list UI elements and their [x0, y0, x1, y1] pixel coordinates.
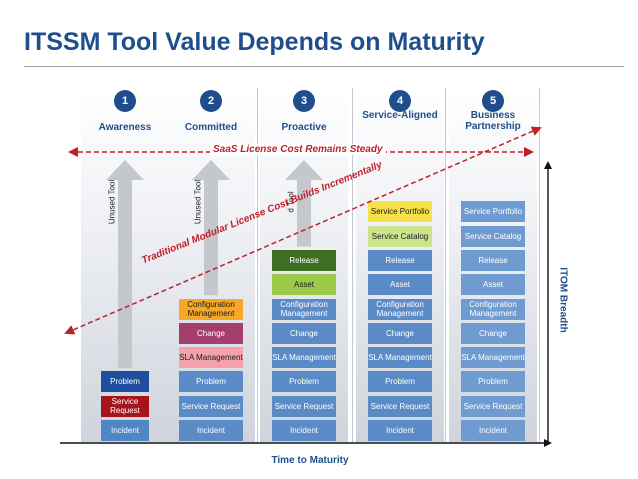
capability-box: Service Request	[179, 395, 243, 417]
capability-box: SLA Management	[368, 347, 432, 369]
capability-box: Problem	[101, 371, 149, 393]
capability-box: Problem	[272, 371, 336, 393]
capability-box: Incident	[272, 420, 336, 441]
x-axis-label: Time to Maturity	[271, 455, 349, 466]
capability-box: Incident	[179, 420, 243, 441]
capability-box: SLA Management	[272, 347, 336, 369]
capability-box: Service Request	[272, 395, 336, 417]
stage-number-badge: 5	[482, 90, 504, 112]
stage-number-badge: 1	[114, 90, 136, 112]
capability-box: Incident	[368, 420, 432, 441]
title-divider	[24, 66, 624, 67]
capability-box: Service Request	[368, 395, 432, 417]
capability-box: Incident	[101, 420, 149, 441]
stage-label: Business Partnership	[465, 110, 521, 132]
page-title: ITSSM Tool Value Depends on Maturity	[24, 28, 485, 56]
stage-label: Service-Aligned	[362, 110, 438, 121]
capability-box: Service Request	[101, 395, 149, 417]
stage-number-badge: 3	[293, 90, 315, 112]
capability-box: SLA Management	[461, 347, 525, 369]
capability-box: Problem	[368, 371, 432, 393]
capability-box: SLA Management	[179, 347, 243, 369]
stage-number-badge: 4	[389, 90, 411, 112]
unused-tool-arrow	[106, 160, 144, 369]
capability-box: Problem	[461, 371, 525, 393]
stage-number-badge: 2	[200, 90, 222, 112]
capability-box: Incident	[461, 420, 525, 441]
y-axis-label: ITOM Breadth	[557, 267, 569, 333]
modular-cost-arrow	[64, 126, 542, 335]
saas-cost-label: SaaS License Cost Remains Steady	[210, 144, 386, 155]
capability-box: Problem	[179, 371, 243, 393]
capability-box: Service Request	[461, 395, 525, 417]
